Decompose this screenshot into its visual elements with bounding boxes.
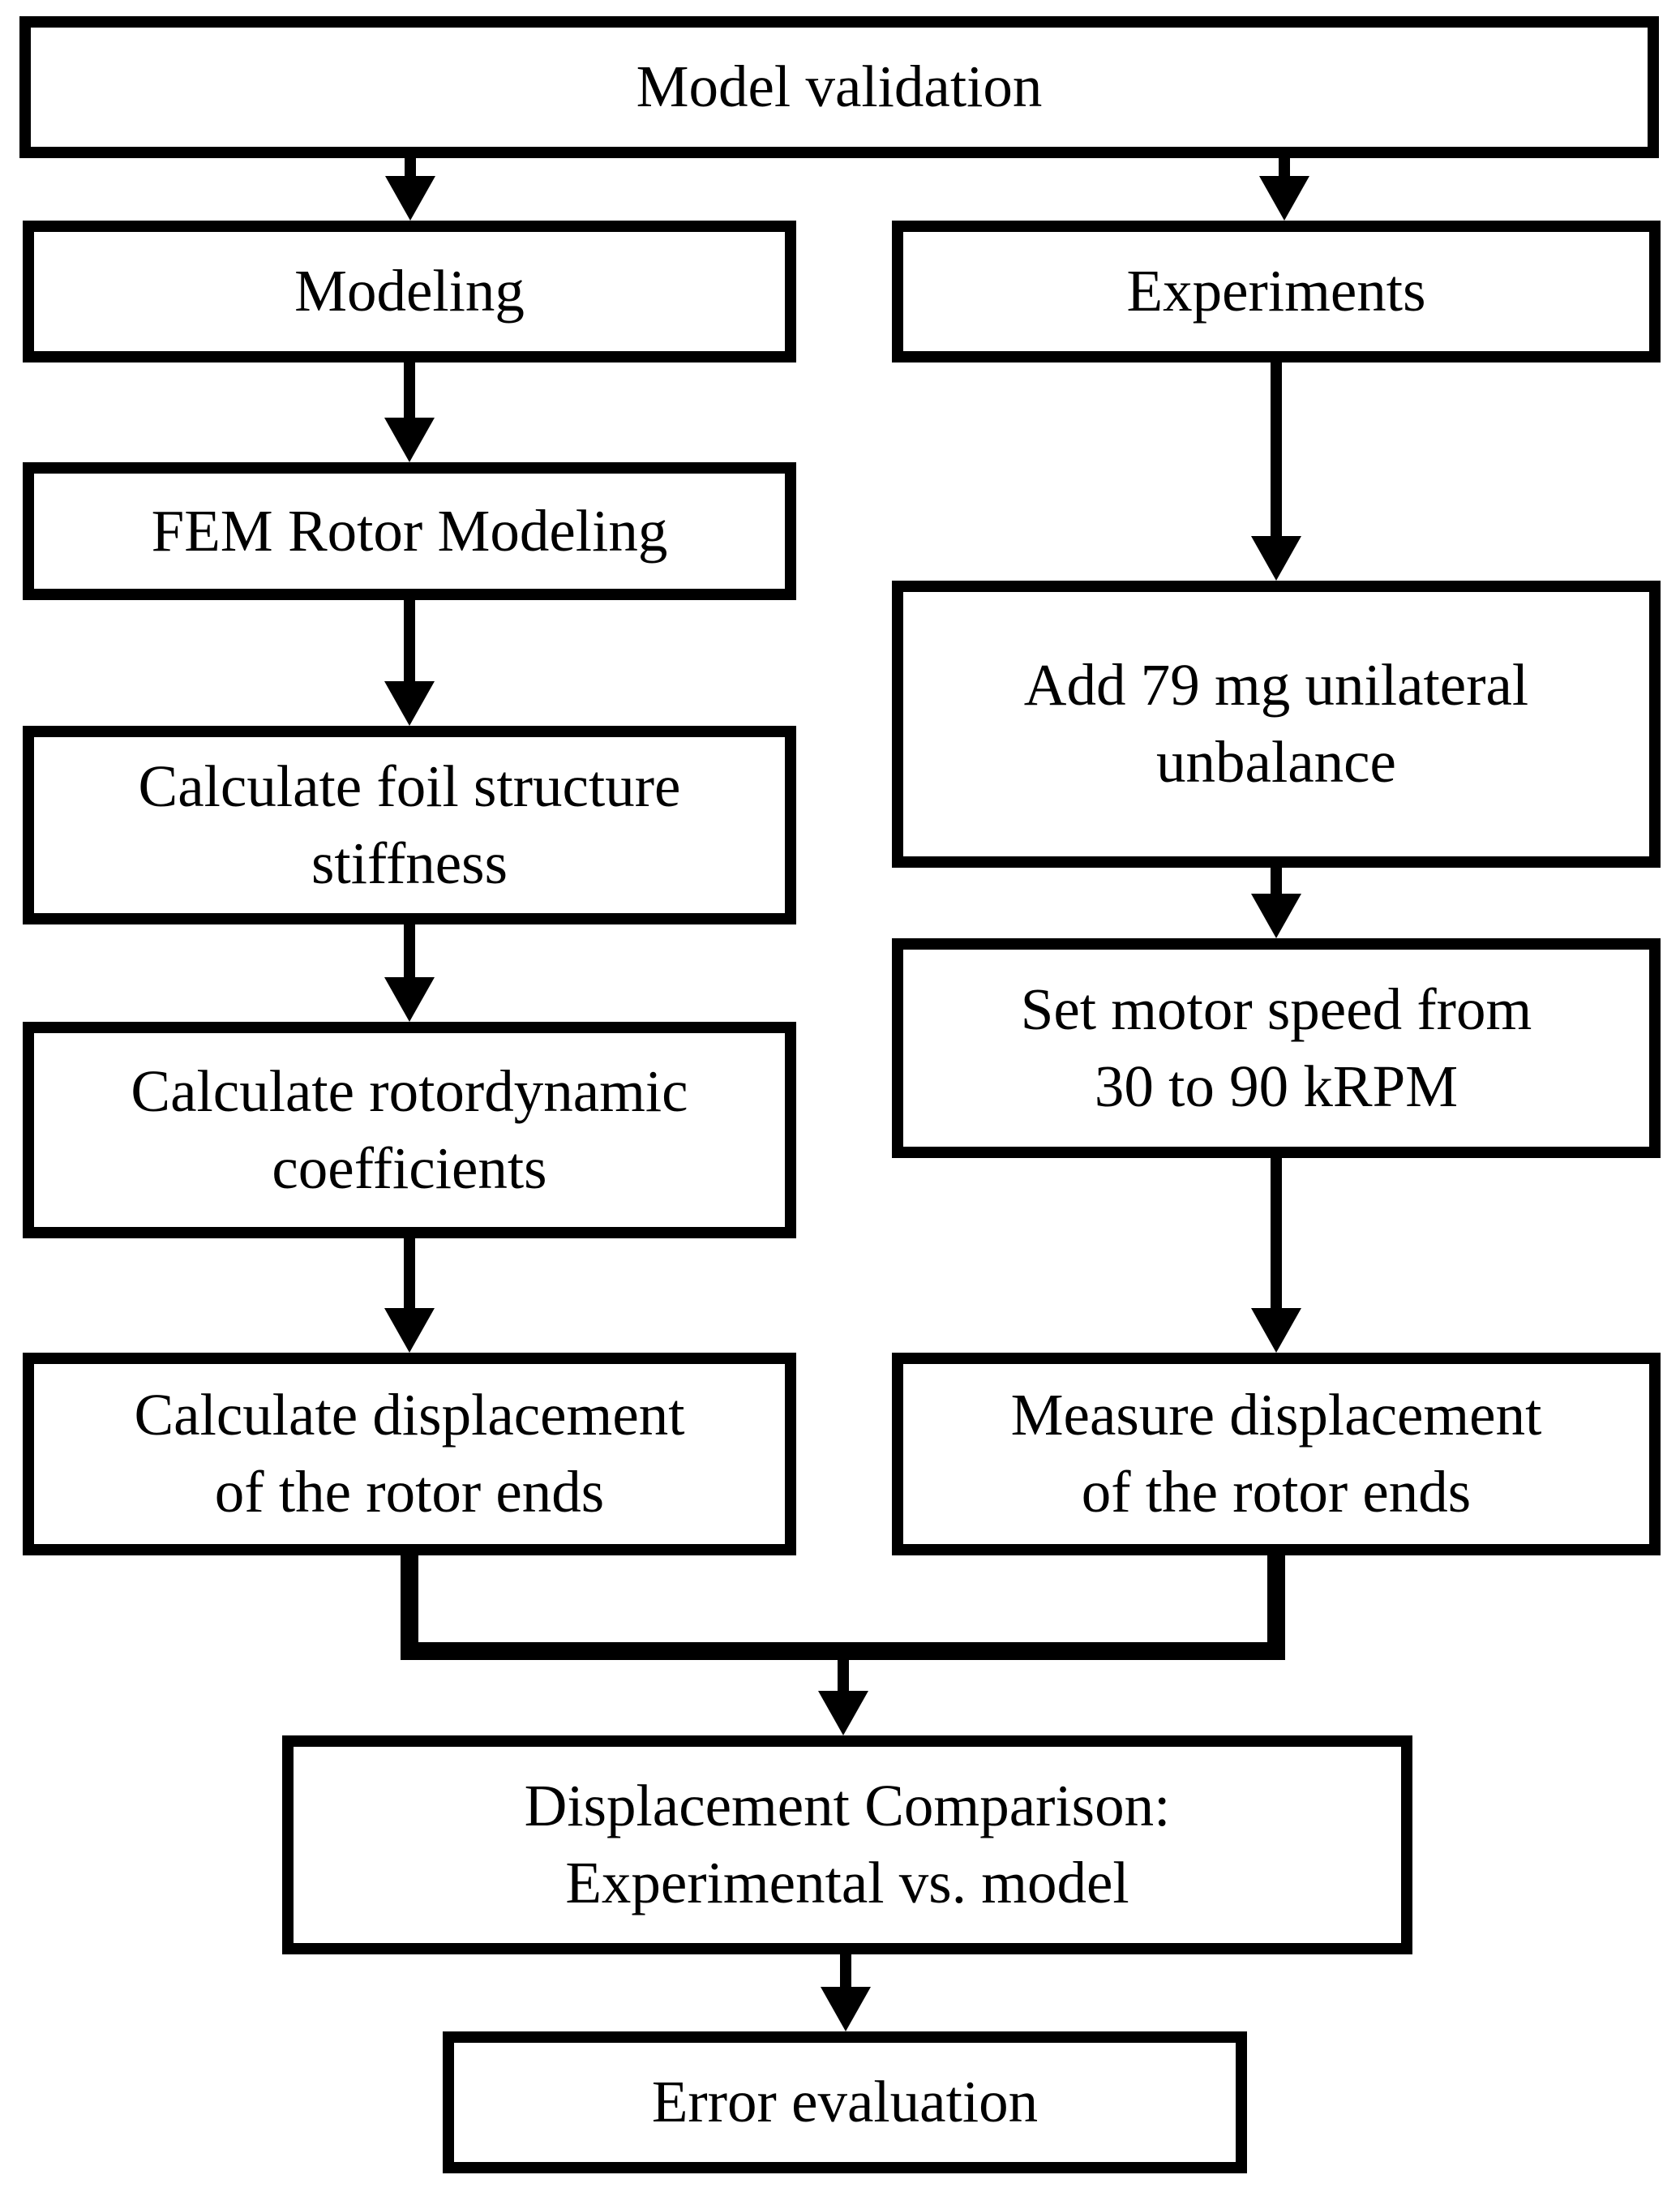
flow-arrow-stem — [1279, 158, 1290, 179]
node-label: Calculate foil structure stiffness — [138, 753, 681, 896]
node-set-motor-speed: Set motor speed from 30 to 90 kRPM — [892, 938, 1661, 1158]
node-model-validation: Model validation — [19, 16, 1659, 158]
node-label: Add 79 mg unilateral unbalance — [1023, 652, 1529, 795]
flow-arrow-head — [384, 977, 435, 1022]
flow-arrow-head — [1259, 176, 1309, 221]
flow-arrow-head — [1251, 894, 1301, 938]
node-experiments: Experiments — [892, 221, 1661, 362]
node-label: Calculate rotordynamic coefficients — [131, 1057, 688, 1201]
node-label: Calculate displacement of the rotor ends — [134, 1382, 685, 1525]
flow-arrow-head — [821, 1987, 871, 2031]
node-fem-rotor-modeling: FEM Rotor Modeling — [23, 462, 796, 600]
flow-arrow-head — [818, 1691, 868, 1735]
flow-arrow-stem — [838, 1654, 849, 1694]
node-add-unbalance: Add 79 mg unilateral unbalance — [892, 581, 1661, 868]
flow-arrow-stem — [404, 1238, 415, 1311]
node-error-evaluation: Error evaluation — [443, 2031, 1247, 2173]
node-displacement-comparison: Displacement Comparison: Experimental vs… — [282, 1735, 1412, 1954]
flow-arrow-head — [384, 1308, 435, 1353]
flow-arrow-stem — [1271, 1158, 1282, 1311]
node-label: Modeling — [294, 258, 525, 324]
node-calc-displacement: Calculate displacement of the rotor ends — [23, 1353, 796, 1555]
node-label: Set motor speed from 30 to 90 kRPM — [1020, 976, 1532, 1119]
merge-connector-right — [1267, 1555, 1285, 1660]
node-label: Experiments — [1126, 258, 1426, 324]
flow-arrow-stem — [1271, 868, 1282, 897]
flow-arrow-head — [1251, 536, 1301, 581]
flow-arrow-head — [384, 681, 435, 726]
flow-arrow-head — [385, 176, 435, 221]
node-label: Error evaluation — [651, 2069, 1039, 2135]
flow-arrow-stem — [404, 362, 415, 421]
node-calc-rotordynamic-coefficients: Calculate rotordynamic coefficients — [23, 1022, 796, 1238]
flow-arrow-head — [384, 418, 435, 462]
flow-arrow-stem — [1271, 362, 1282, 539]
node-label: Model validation — [636, 54, 1043, 120]
node-label: FEM Rotor Modeling — [151, 497, 668, 564]
flow-arrow-stem — [840, 1954, 851, 1990]
flow-arrow-stem — [404, 600, 415, 684]
merge-connector-bar — [401, 1642, 1285, 1660]
flow-arrow-stem — [405, 158, 416, 179]
node-measure-displacement: Measure displacement of the rotor ends — [892, 1353, 1661, 1555]
flow-arrow-stem — [404, 924, 415, 980]
node-label: Displacement Comparison: Experimental vs… — [524, 1773, 1171, 1915]
node-modeling: Modeling — [23, 221, 796, 362]
merge-connector-left — [401, 1555, 418, 1660]
node-label: Measure displacement of the rotor ends — [1010, 1382, 1542, 1525]
flow-arrow-head — [1251, 1308, 1301, 1353]
node-calc-foil-stiffness: Calculate foil structure stiffness — [23, 726, 796, 924]
